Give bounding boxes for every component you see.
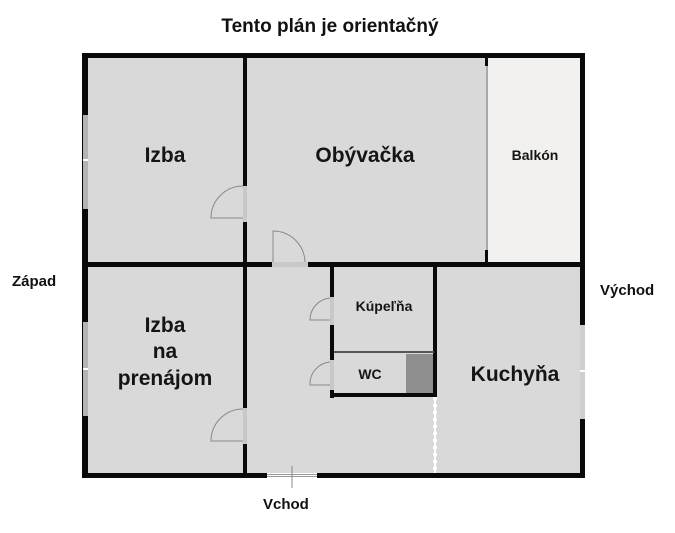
room-label-izba: Izba	[144, 144, 186, 167]
balcony-area	[488, 58, 580, 264]
installation-shaft	[406, 354, 434, 393]
room-label-balkon: Balkón	[511, 147, 559, 163]
compass-west: Západ	[12, 273, 57, 290]
interior-walls	[86, 56, 582, 476]
room-label-izba-prenajom: Izba na prenájom	[100, 313, 230, 392]
room-label-wc: WC	[358, 366, 382, 382]
izba-prenajom-line2: na	[152, 340, 178, 364]
room-label-kuchyna: Kuchyňa	[470, 363, 560, 386]
outer-walls	[82, 53, 585, 478]
east-window	[580, 325, 585, 419]
room-label-kupelna: Kúpeľňa	[355, 298, 413, 314]
doors	[210, 185, 334, 444]
wc-partition	[334, 351, 434, 353]
door-kupelna	[309, 297, 334, 325]
entrance-door[interactable]	[267, 466, 317, 488]
compass-east: Východ	[600, 282, 655, 299]
room-label-obyvacka: Obývačka	[315, 144, 415, 167]
door-wc	[309, 360, 334, 390]
door-izba	[210, 185, 247, 222]
door-obyvacka	[272, 230, 308, 267]
izba-prenajom-line3: prenájom	[117, 366, 213, 390]
izba-prenajom-line1: Izba	[144, 314, 186, 337]
balcony-glass-wall	[486, 66, 488, 250]
plan-title: Tento plán je orientačný	[221, 16, 439, 37]
compass-entrance: Vchod	[263, 496, 309, 513]
door-izba-prenajom	[210, 408, 247, 444]
kitchen-opening	[433, 397, 437, 473]
west-windows	[83, 115, 88, 416]
